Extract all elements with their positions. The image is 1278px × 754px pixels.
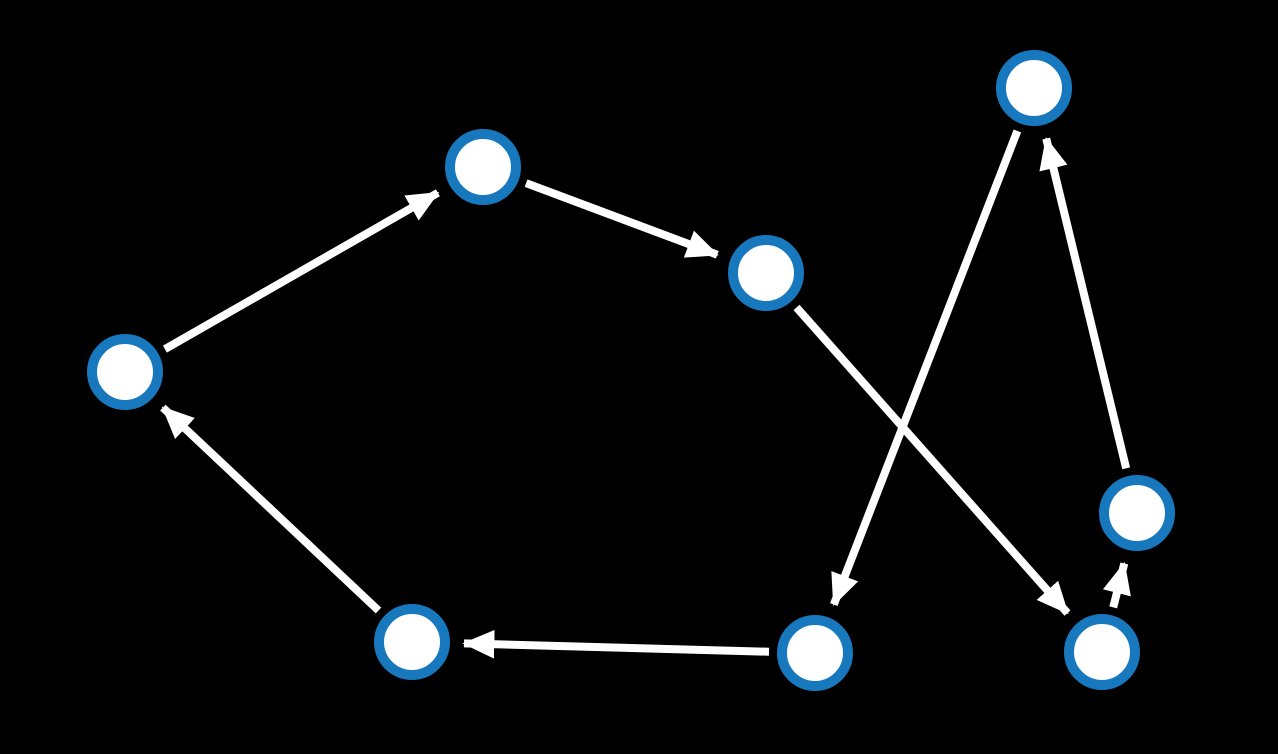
node-layer: [87, 50, 1175, 691]
edge-mid-left-to-top-center-left: [162, 189, 440, 353]
node-top-center-left[interactable]: [445, 129, 521, 205]
edge-right-to-top-right: [1039, 136, 1131, 470]
edge-bottom-right-to-right: [1102, 561, 1131, 609]
edge-top-right-to-bottom-center: [830, 129, 1022, 607]
node-bottom-center[interactable]: [777, 615, 853, 691]
edge-upper-middle-to-bottom-right: [793, 304, 1071, 616]
node-right[interactable]: [1099, 475, 1175, 551]
node-mid-left[interactable]: [87, 334, 163, 410]
edge-top-center-left-to-upper-middle: [524, 179, 719, 259]
edge-bottom-center-to-bottom-left: [462, 629, 770, 659]
edge-bottom-left-to-mid-left: [160, 404, 382, 614]
edge-layer: [160, 129, 1131, 659]
node-upper-middle[interactable]: [728, 235, 804, 311]
node-bottom-right[interactable]: [1064, 614, 1140, 690]
node-top-right[interactable]: [996, 50, 1072, 126]
node-bottom-left[interactable]: [374, 604, 450, 680]
